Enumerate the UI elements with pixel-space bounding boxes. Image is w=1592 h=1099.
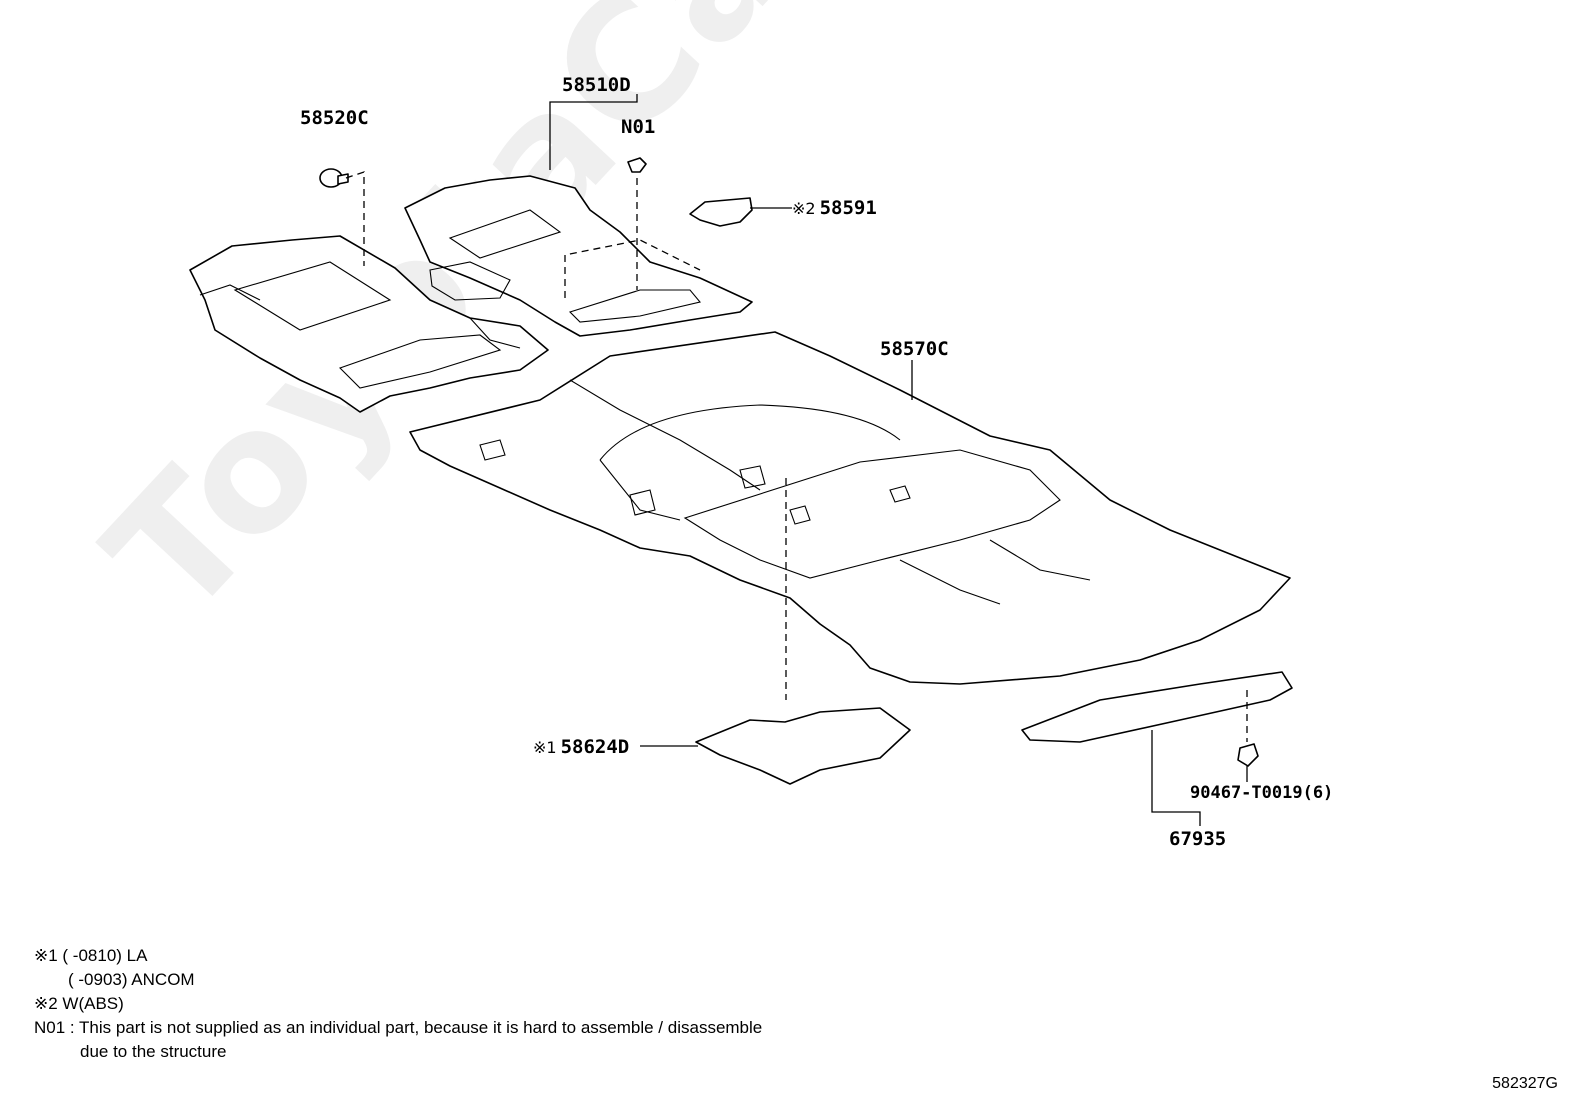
label-90467: 90467-T0019(6) [1190,783,1334,803]
label-67935: 67935 [1169,828,1227,850]
front-carpet-left [189,235,549,413]
note-n01a: N01 : This part is not supplied as an in… [34,1018,763,1037]
leader-58520C [345,171,365,266]
label-58591-code: 58591 [819,197,877,219]
note-n01b: due to the structure [80,1042,227,1061]
label-n01: N01 [621,116,656,138]
front-carpet-right [404,175,753,337]
note-1b: ( -0903) ANCOM [68,970,195,989]
label-58624D-code: 58624D [560,736,630,758]
part-90467-drawing [1237,743,1259,767]
label-58510D: 58510D [562,74,631,96]
diagram-code: 582327G [1492,1075,1558,1092]
part-58520C-drawing [319,168,349,188]
note-1a: ※1 ( -0810) LA [34,946,148,965]
part-n01-drawing [627,157,647,173]
part-58591-drawing [689,197,753,227]
leader-58510D [549,94,638,170]
main-floor-carpet [409,331,1291,685]
part-58624D-drawing [695,707,911,785]
part-67935-drawing [1021,671,1293,743]
note-2: ※2 W(ABS) [34,994,124,1013]
label-58591-mark: ※2 [792,199,816,218]
leader-67935 [1151,730,1201,826]
label-58570C: 58570C [880,338,949,360]
label-58520C: 58520C [300,107,369,129]
notes-block: ※1 ( -0810) LA ( -0903) ANCOM ※2 W(ABS) … [34,944,762,1064]
label-58624D-mark: ※1 [533,738,557,757]
